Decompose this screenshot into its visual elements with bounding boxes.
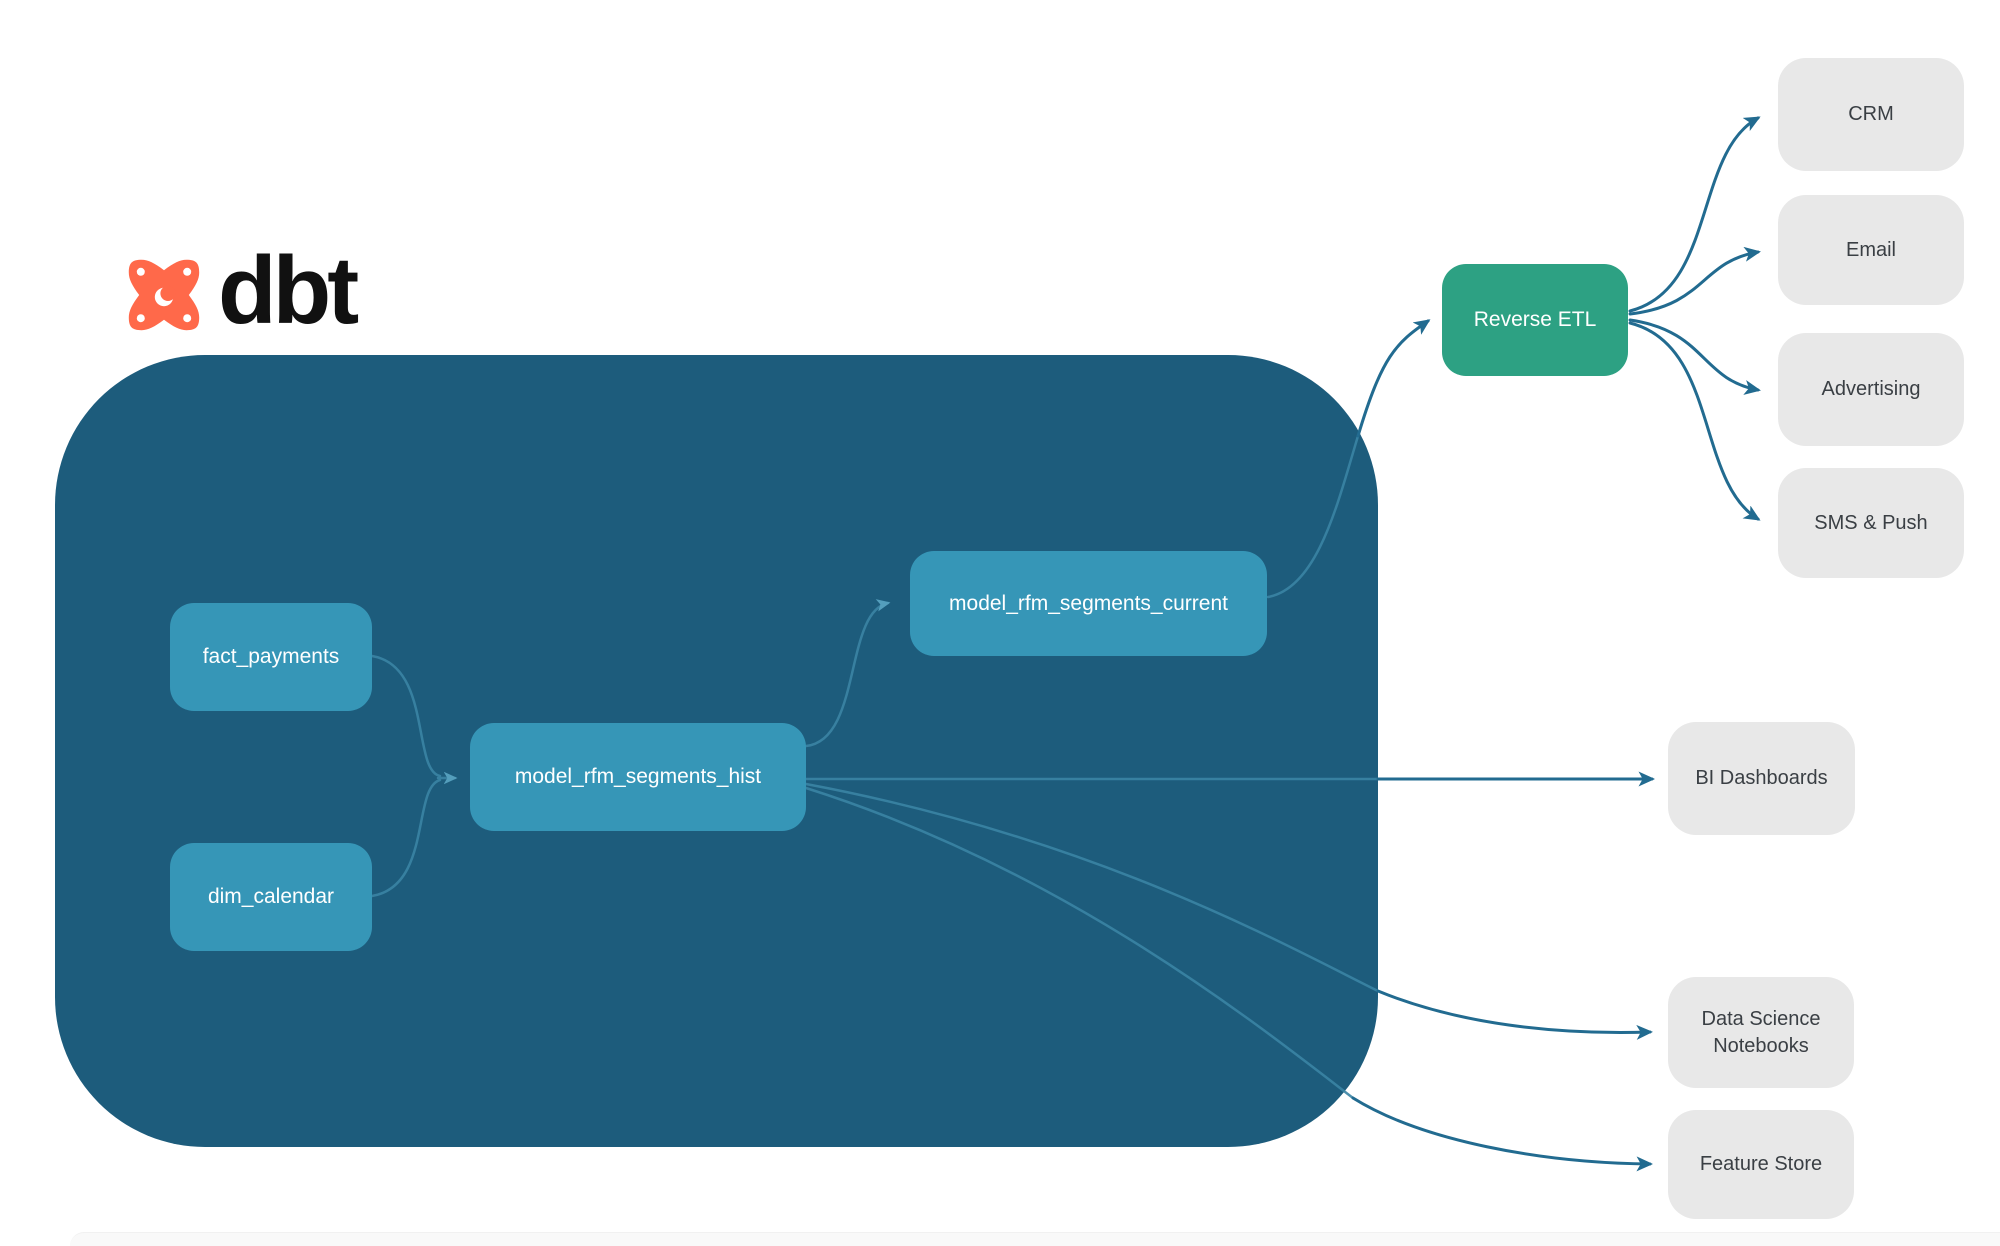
dbt-logo: dbt: [124, 243, 359, 339]
node-dim-calendar[interactable]: dim_calendar: [170, 843, 372, 951]
bottom-page-edge: [70, 1232, 2000, 1246]
node-label: Feature Store: [1699, 1153, 1823, 1175]
node-reverse-etl[interactable]: Reverse ETL: [1442, 264, 1628, 376]
node-label: SMS & Push: [1814, 511, 1928, 534]
node-model-rfm-segments-current[interactable]: model_rfm_segments_current: [910, 551, 1267, 656]
edge-reverse-etl-to-sms-push: [1628, 321, 1761, 521]
edge-reverse-etl-to-advertising: [1628, 318, 1761, 395]
node-email[interactable]: Email: [1778, 195, 1964, 305]
node-label: dim_calendar: [207, 885, 335, 908]
edge-reverse-etl-to-email: [1628, 246, 1761, 316]
edge-hist-to-feature-store: [1351, 1096, 1653, 1172]
node-data-science-notebooks[interactable]: Data Science Notebooks: [1668, 977, 1854, 1088]
node-label: fact_payments: [202, 645, 340, 668]
node-label: Reverse ETL: [1473, 308, 1597, 331]
node-label: Data Science Notebooks: [1701, 1007, 1821, 1057]
node-model-rfm-segments-hist[interactable]: model_rfm_segments_hist: [470, 723, 806, 831]
node-label: model_rfm_segments_current: [949, 591, 1228, 615]
node-label: Email: [1845, 238, 1896, 261]
node-bi-dashboards[interactable]: BI Dashboards: [1668, 722, 1855, 835]
node-label: Advertising: [1821, 378, 1921, 400]
edge-hist-to-notebooks: [1376, 989, 1653, 1040]
node-crm[interactable]: CRM: [1778, 58, 1964, 171]
dbt-logo-icon: [128, 259, 200, 331]
edge-reverse-etl-to-crm: [1628, 116, 1761, 313]
node-fact-payments[interactable]: fact_payments: [170, 603, 372, 711]
node-advertising[interactable]: Advertising: [1778, 333, 1964, 446]
node-feature-store[interactable]: Feature Store: [1668, 1110, 1854, 1219]
node-label: CRM: [1848, 103, 1894, 125]
node-label: BI Dashboards: [1695, 767, 1828, 789]
dbt-logo-text: dbt: [218, 237, 359, 344]
node-sms-push[interactable]: SMS & Push: [1778, 468, 1964, 578]
edge-current-to-reverse-etl: [1356, 319, 1431, 438]
node-label: model_rfm_segments_hist: [514, 765, 762, 788]
